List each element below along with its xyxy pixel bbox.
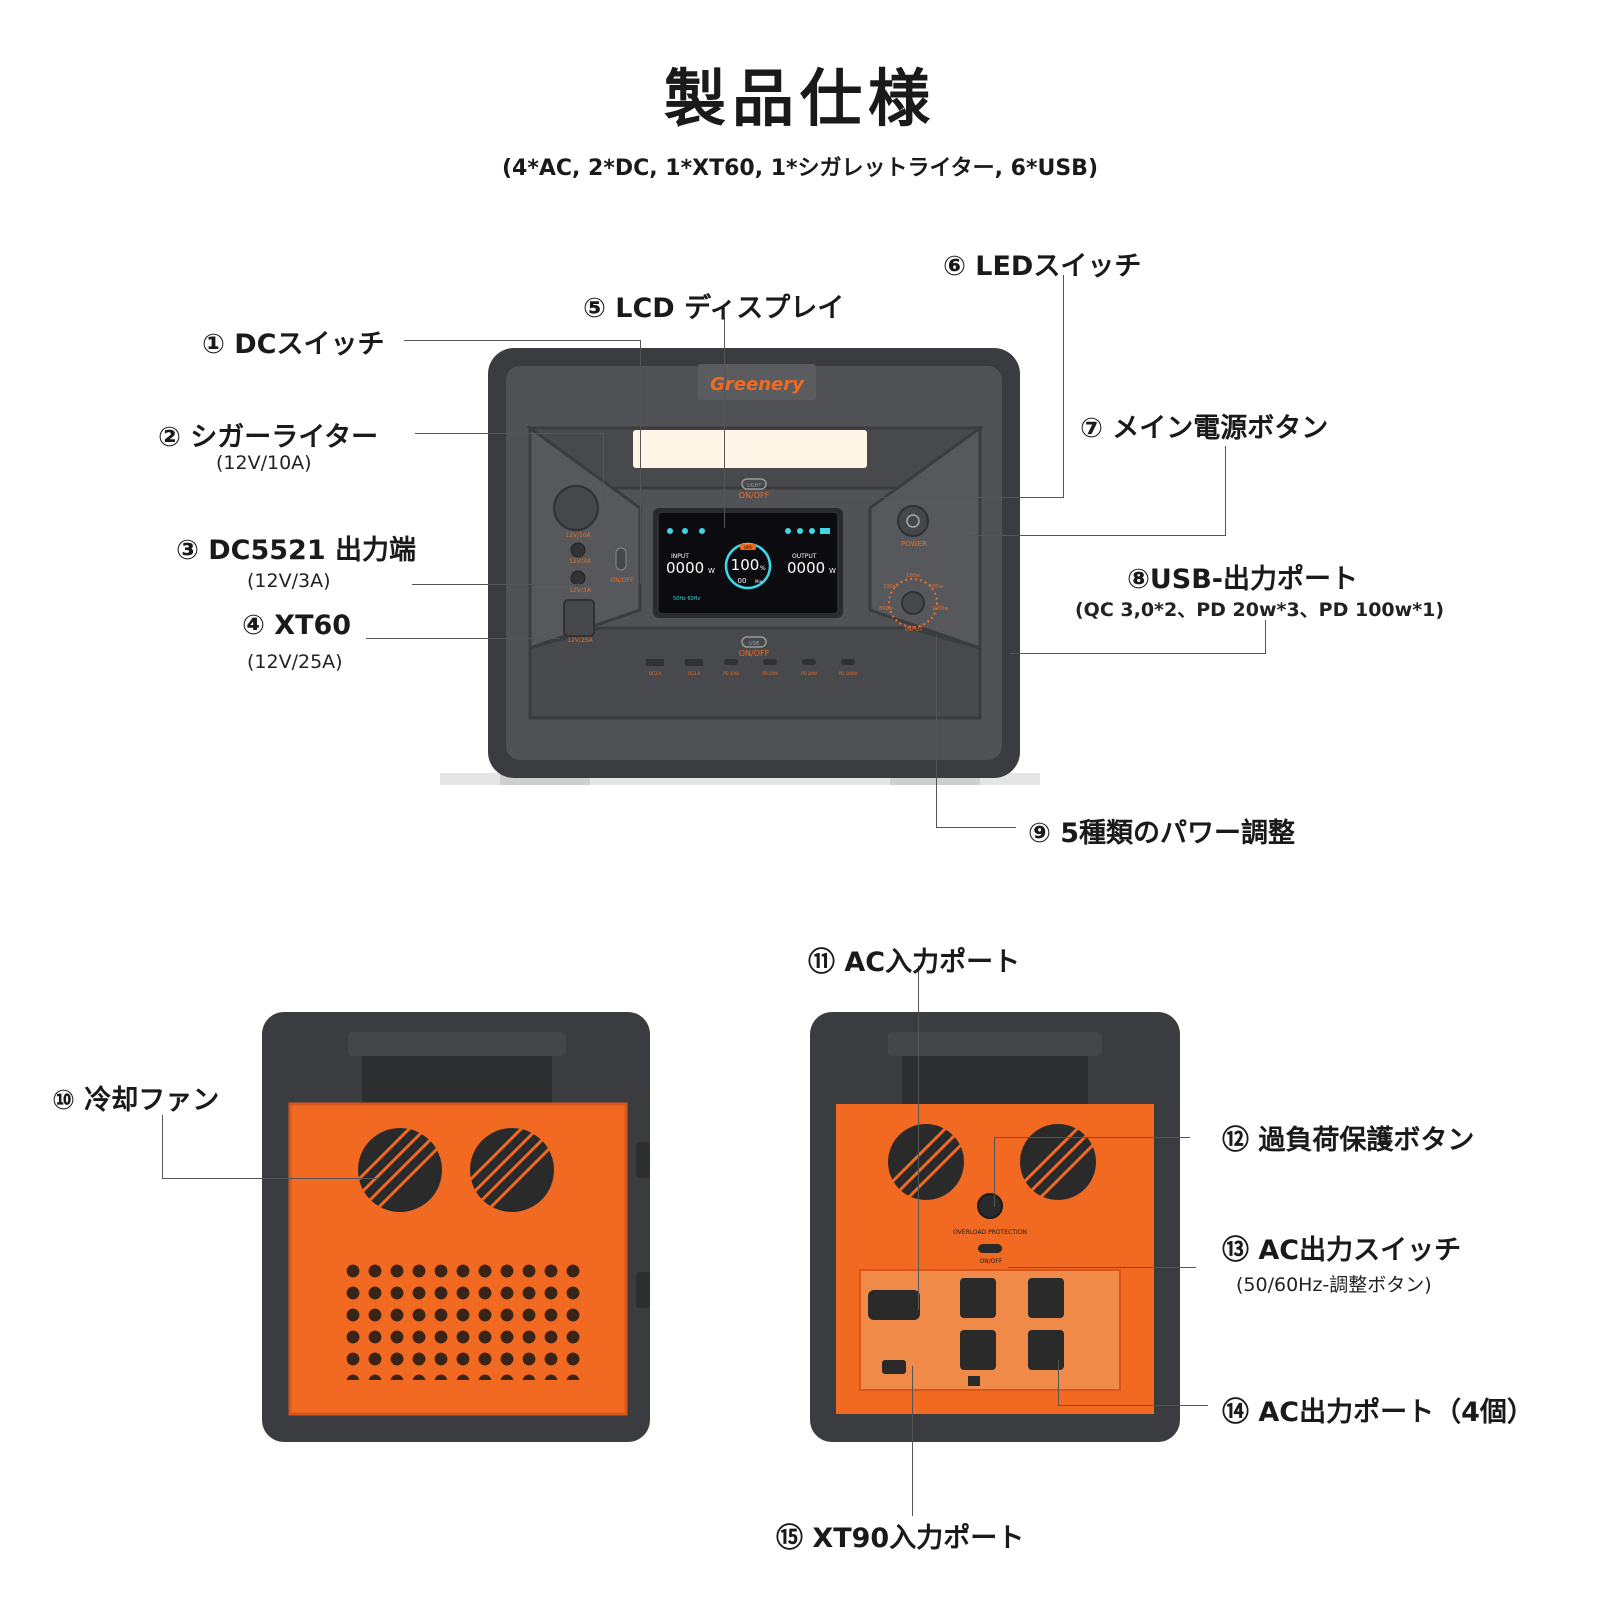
dial-mark-1000w: 1000w [932,606,949,612]
lcd-input-label: INPUT [671,553,689,560]
page-subtitle: (4*AC, 2*DC, 1*XT60, 1*シガレットライター, 6*USB) [502,156,1098,181]
page-title: 製品仕様 [663,62,936,135]
overload-protection-text: OVERLOAD PROTECTION [953,1229,1027,1236]
lcd-time-unit: Min [755,579,763,584]
power-text: POWER [901,540,927,548]
rear-fan-left [888,1124,964,1200]
usb-port-0: QC3.0 [649,671,662,676]
dial-mark-500w: 500w [929,584,943,590]
port-12v3a-2-text: 12V/3A [569,587,592,594]
usb-port-2: PD 20W [723,671,739,676]
callout-cigar-lighter-spec: (12V/10A) [216,452,312,474]
light-onoff-text: ON/OFF [739,491,770,500]
lcd-screen [659,513,837,613]
xt90-input-socket [882,1360,906,1374]
callout-power-adjust: ⑨ 5種類のパワー調整 [1028,818,1296,849]
brand-logo: Greenery [710,374,805,395]
cooling-fan-right [468,1124,554,1212]
usb-onoff-text: ON/OFF [739,649,770,658]
input-text: INPUT [905,626,923,633]
usb-port-3: PD 20W [762,671,778,676]
callout-lcd-display: ⑤ LCD ディスプレイ [583,293,845,324]
lcd-output-label: OUTPUT [792,553,817,560]
callout-ac-output-switch-spec: (50/60Hz-調整ボタン) [1236,1274,1432,1296]
callout-ac-output-switch: ⑬ AC出力スイッチ [1222,1235,1462,1266]
callout-xt60: ④ XT60 [242,610,352,641]
lcd-input-value: 0000 [666,559,704,577]
port-12v10a-text: 12V/10A [565,532,591,539]
port-12v25a-text: 12V/25A [567,637,593,644]
dc-onoff-text: ON/OFF [611,577,634,584]
rear-device-illustration: OVERLOAD PROTECTION ON/OFF [810,1012,1180,1442]
lcd-time-value: 00 [738,577,747,585]
honeycomb-grid [342,1260,582,1380]
callout-dc5521-spec: (12V/3A) [247,570,331,592]
rear-onoff-text: ON/OFF [980,1258,1003,1265]
callout-led-switch: ⑥ LEDスイッチ [943,251,1142,282]
lcd-output-value: 0000 [787,559,825,577]
usb-switch-text: USB [749,641,760,647]
callout-main-power: ⑦ メイン電源ボタン [1080,413,1329,444]
light-switch-text: LIGHT [747,483,763,489]
lcd-ups-label: UPS [744,545,752,550]
lcd-hz-text: 50Hz 60Hz [673,596,700,602]
ac-input-socket [868,1290,920,1320]
callout-usb-output: ⑧USB-出力ポート [1127,564,1359,595]
callout-usb-output-spec: (QC 3,0*2、PD 20w*3、PD 100w*1) [1075,599,1445,621]
lcd-input-unit: W [708,567,715,575]
lcd-percent-value: 100 [731,556,760,574]
rear-fan-right [1020,1124,1096,1200]
callout-cigar-lighter: ② シガーライター [158,422,379,453]
usb-port-4: PD 20W [801,671,817,676]
ac-outlets [960,1278,1064,1370]
dial-mark-100w: 100w [906,573,920,579]
usb-port-row: QC3.0 QC3.0 PD 20W PD 20W PD 20W PD 100W [646,659,857,676]
callout-xt90-input: ⑮ XT90入力ポート [776,1523,1025,1554]
callout-xt60-spec: (12V/25A) [247,651,343,673]
callout-cooling-fan: ⑩ 冷却ファン [52,1085,220,1116]
cooling-fan-left [356,1124,442,1212]
callout-dc-switch: ① DCスイッチ [202,329,385,360]
callout-dc5521: ③ DC5521 出力端 [176,535,417,566]
front-device-illustration: Greenery LIGHT ON/OFF INPUT 0000 W UPS 1… [440,348,1040,785]
usb-port-1: QC3.0 [688,671,701,676]
lcd-output-unit: W [829,567,836,575]
callout-ac-output-ports: ⑭ AC出力ポート（4個） [1222,1397,1534,1428]
port-12v3a-1-text: 12V/3A [569,558,592,565]
callout-ac-input: ⑪ AC入力ポート [808,947,1021,978]
callout-overload-button: ⑫ 過負荷保護ボタン [1222,1125,1475,1156]
lcd-percent-unit: % [760,565,766,572]
usb-port-5: PD 100W [839,671,857,676]
dial-mark-300w: 300w [883,584,897,590]
dial-mark-800w: 800w [879,606,893,612]
